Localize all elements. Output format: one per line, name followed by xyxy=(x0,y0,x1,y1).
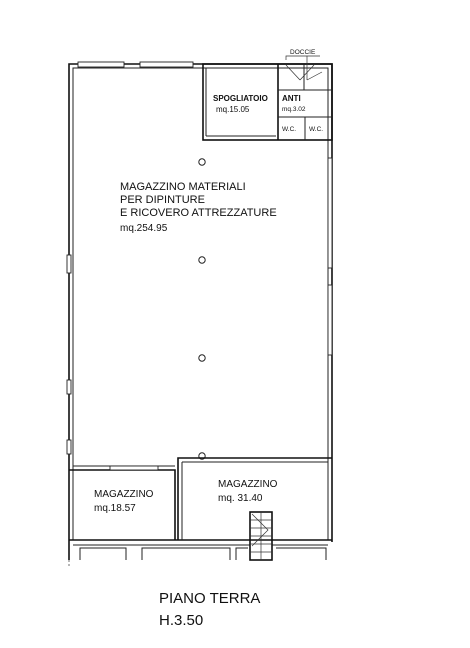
wc-right-label: W.C. xyxy=(309,126,323,133)
storage-main-area: mq.254.95 xyxy=(120,223,168,234)
right-windows xyxy=(327,157,333,356)
locker-room-area: mq.15.05 xyxy=(216,105,250,114)
left-wall-marks xyxy=(66,254,72,455)
storage-right-name: MAGAZZINO xyxy=(218,479,278,490)
label-locker-room: SPOGLIATOIO mq.15.05 xyxy=(213,94,268,114)
label-storage-main: MAGAZZINO MATERIALI PER DIPINTURE E RICO… xyxy=(120,181,277,234)
label-storage-right: MAGAZZINO mq. 31.40 xyxy=(218,479,278,504)
top-windows xyxy=(77,61,194,68)
column-3 xyxy=(198,354,206,362)
storage-left-area: mq.18.57 xyxy=(94,503,136,514)
lower-stubs xyxy=(68,547,327,566)
service-block xyxy=(202,55,333,141)
floor-name: PIANO TERRA xyxy=(159,590,260,607)
anteroom-name: ANTI xyxy=(282,94,301,103)
anteroom-area: mq.3.02 xyxy=(282,106,306,113)
locker-room-name: SPOGLIATOIO xyxy=(213,94,268,103)
wc-left-label: W.C. xyxy=(282,126,296,133)
storage-main-line2: PER DIPINTURE xyxy=(120,194,205,206)
column-2 xyxy=(198,256,206,264)
label-storage-left: MAGAZZINO mq.18.57 xyxy=(94,489,154,514)
floor-height: H.3.50 xyxy=(159,612,203,629)
storage-left-name: MAGAZZINO xyxy=(94,489,154,500)
lower-rooms xyxy=(69,457,332,540)
plan-caption: PIANO TERRA H.3.50 xyxy=(159,590,260,629)
label-anteroom: ANTI mq.3.02 xyxy=(282,94,306,113)
column-1 xyxy=(198,158,206,166)
stair xyxy=(249,511,273,561)
storage-main-line3: E RICOVERO ATTREZZATURE xyxy=(120,207,277,219)
showers-label: DOCCIE xyxy=(290,49,316,56)
outer-walls xyxy=(68,63,333,560)
storage-right-area: mq. 31.40 xyxy=(218,493,263,504)
storage-main-line1: MAGAZZINO MATERIALI xyxy=(120,181,246,193)
